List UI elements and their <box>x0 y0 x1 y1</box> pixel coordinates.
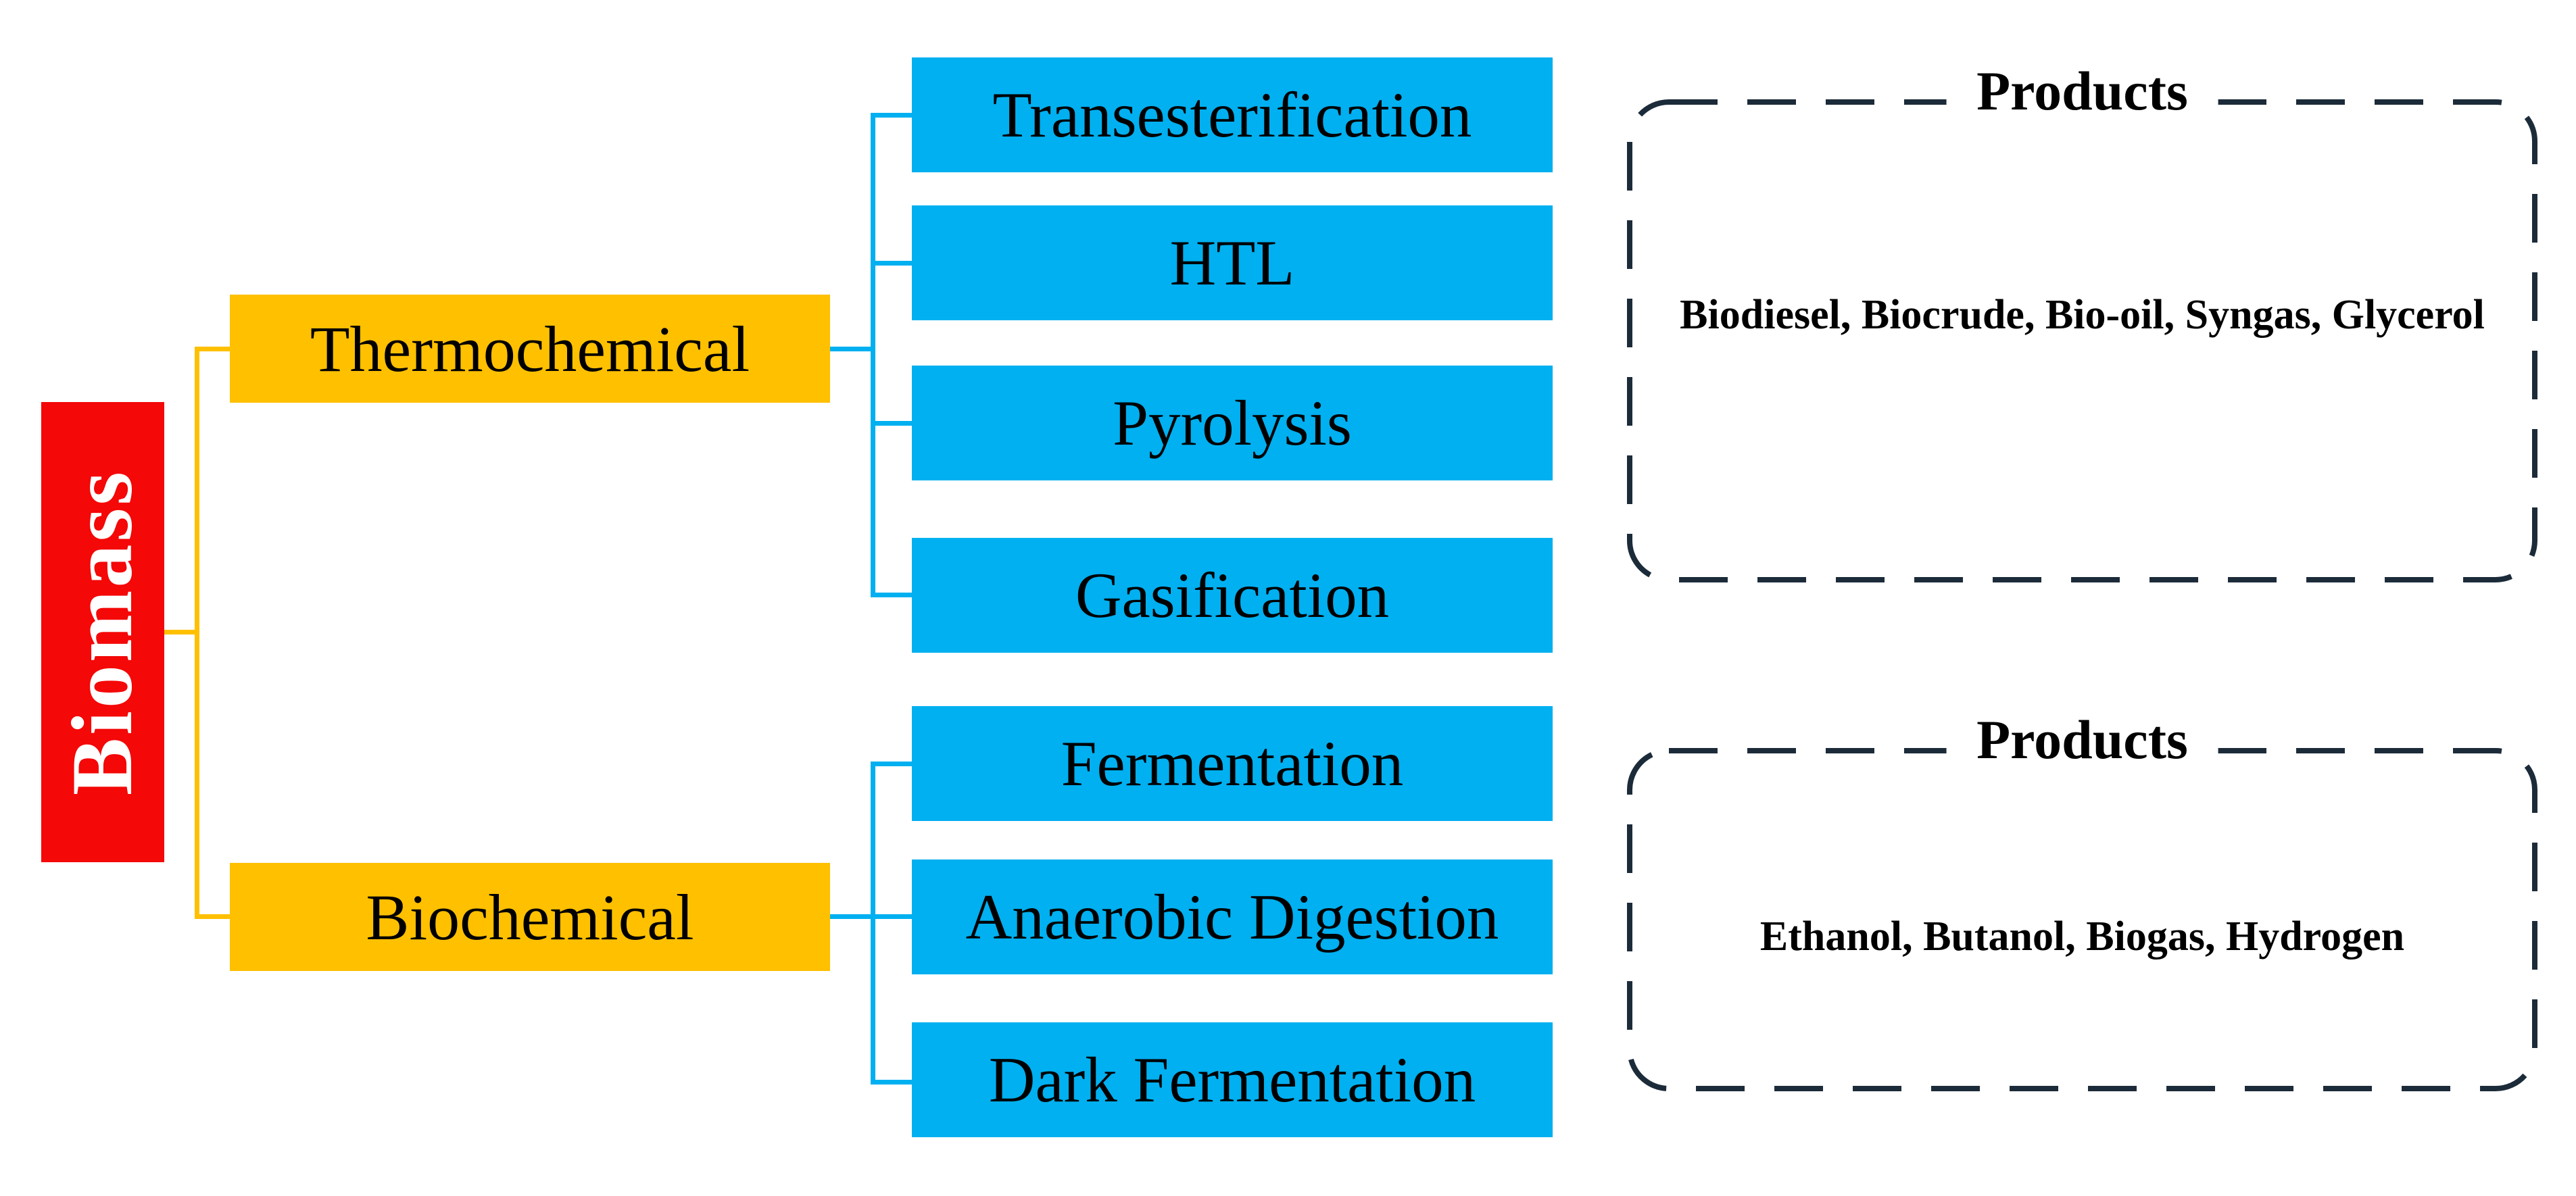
process-node-gasification: Gasification <box>912 538 1553 653</box>
root-node-label: Biomass <box>54 468 151 796</box>
connector-biochemical-vertical <box>871 762 875 1085</box>
connector-fermentation-stub <box>871 762 912 766</box>
connector-transesterification-stub <box>871 113 912 118</box>
process-node-pyrolysis: Pyrolysis <box>912 366 1553 480</box>
connector-root-vertical <box>195 347 199 919</box>
branch-node-thermochemical: Thermochemical <box>230 295 830 403</box>
connector-gasification-stub <box>871 593 912 597</box>
products-panel-title: Products <box>1946 59 2218 123</box>
process-node-transesterification: Transesterification <box>912 57 1553 172</box>
process-node-htl: HTL <box>912 205 1553 320</box>
connector-thermochemical-out <box>830 347 874 351</box>
branch-label: Biochemical <box>366 880 694 953</box>
products-panel-thermochemical: Products Biodiesel, Biocrude, Bio-oil, S… <box>1626 59 2538 583</box>
products-list: Ethanol, Butanol, Biogas, Hydrogen <box>1759 914 2405 960</box>
branch-label: Thermochemical <box>310 312 750 385</box>
connector-root-stub <box>164 630 197 634</box>
connector-thermochemical-vertical <box>871 113 875 597</box>
connector-pyrolysis-stub <box>871 421 912 426</box>
connector-dark-fermentation-stub <box>871 1080 912 1085</box>
connector-htl-stub <box>871 261 912 266</box>
process-label: Pyrolysis <box>1113 387 1352 459</box>
connector-thermochemical-stub <box>195 347 230 351</box>
root-node-biomass: Biomass <box>41 402 164 862</box>
process-node-anaerobic-digestion: Anaerobic Digestion <box>912 859 1553 974</box>
process-node-fermentation: Fermentation <box>912 706 1553 821</box>
process-label: Dark Fermentation <box>988 1044 1476 1116</box>
branch-node-biochemical: Biochemical <box>230 863 830 971</box>
process-label: Gasification <box>1075 559 1390 631</box>
products-panel-biochemical: Products Ethanol, Butanol, Biogas, Hydro… <box>1626 708 2538 1092</box>
process-label: Transesterification <box>992 79 1472 151</box>
process-node-dark-fermentation: Dark Fermentation <box>912 1022 1553 1137</box>
products-panel-title: Products <box>1946 708 2218 772</box>
process-label: Anaerobic Digestion <box>965 881 1499 953</box>
process-label: Fermentation <box>1061 728 1404 799</box>
products-list: Biodiesel, Biocrude, Bio-oil, Syngas, Gl… <box>1680 292 2485 338</box>
process-label: HTL <box>1169 227 1295 299</box>
connector-biochemical-stub <box>195 914 230 919</box>
